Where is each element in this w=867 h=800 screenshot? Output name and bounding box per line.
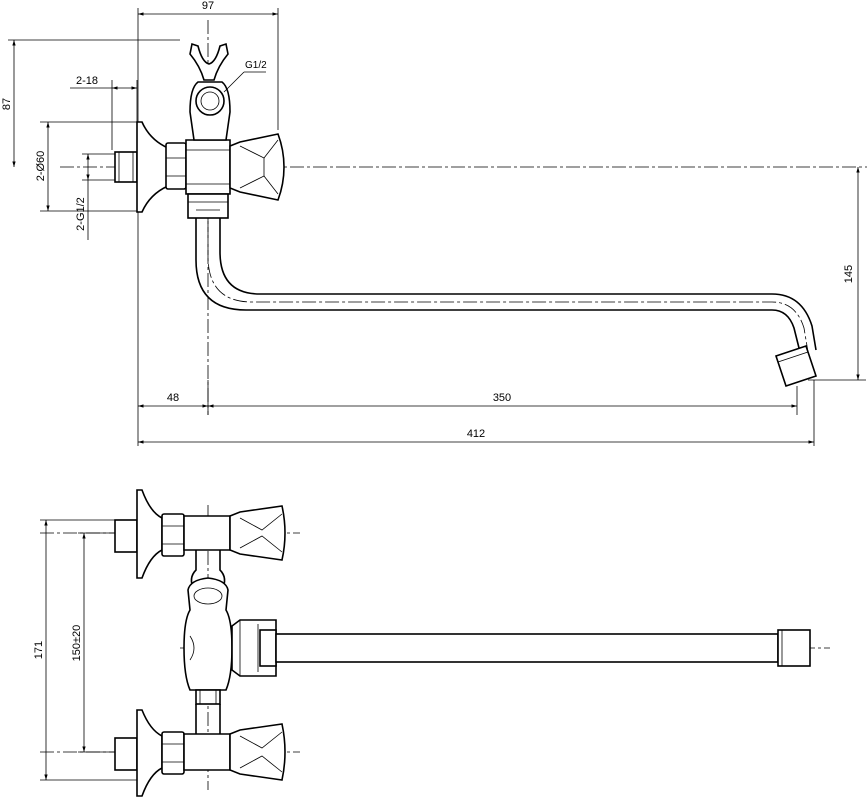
- front-view: 171 150±20: [33, 489, 830, 797]
- dim-145: 145: [843, 167, 860, 380]
- holder-thread-label: G1/2: [245, 60, 267, 71]
- lower-inlet: [114, 709, 286, 797]
- dim-thread-label: 2-G1/2: [75, 197, 87, 231]
- top-view: 97 87 2-18 2-Ø60 2-G1: [1, 0, 867, 446]
- tap-handle: [229, 133, 285, 201]
- dim-150: 150±20: [71, 532, 120, 753]
- front-mixer-body: [183, 550, 233, 734]
- dim-2-18-label: 2-18: [76, 75, 98, 87]
- dim-150-label: 150±20: [71, 625, 83, 662]
- dim-145-label: 145: [843, 265, 855, 283]
- dim-48-label: 48: [167, 392, 179, 404]
- dim-97: 97: [137, 0, 279, 130]
- dim-171-label: 171: [33, 641, 45, 659]
- dim-412-label: 412: [467, 428, 485, 440]
- aerator: [774, 344, 818, 388]
- union-nut: [165, 142, 187, 190]
- front-spout-tube: [275, 633, 779, 663]
- upper-inlet: [114, 489, 286, 579]
- front-aerator: [777, 629, 811, 667]
- dim-48: 48: [138, 392, 208, 408]
- dim-412: 412: [138, 428, 814, 444]
- inlet-nipple: [114, 151, 138, 183]
- spout-connector: [187, 193, 229, 219]
- wall-flange: [136, 121, 169, 213]
- shower-holder: G1/2: [189, 42, 267, 141]
- dim-350: 350: [208, 392, 797, 408]
- dim-87: 87: [1, 39, 180, 167]
- dim-flange-label: 2-Ø60: [35, 151, 47, 182]
- spout-tube: [195, 218, 817, 353]
- mixer-body: [185, 139, 231, 195]
- dim-97-label: 97: [202, 0, 214, 12]
- dim-350-label: 350: [493, 392, 511, 404]
- dim-thread: 2-G1/2: [75, 153, 116, 240]
- dim-87-label: 87: [1, 98, 13, 110]
- dim-2-18: 2-18: [70, 75, 138, 150]
- dim-flange: 2-Ø60: [35, 121, 140, 212]
- front-spout-nut: [231, 619, 277, 677]
